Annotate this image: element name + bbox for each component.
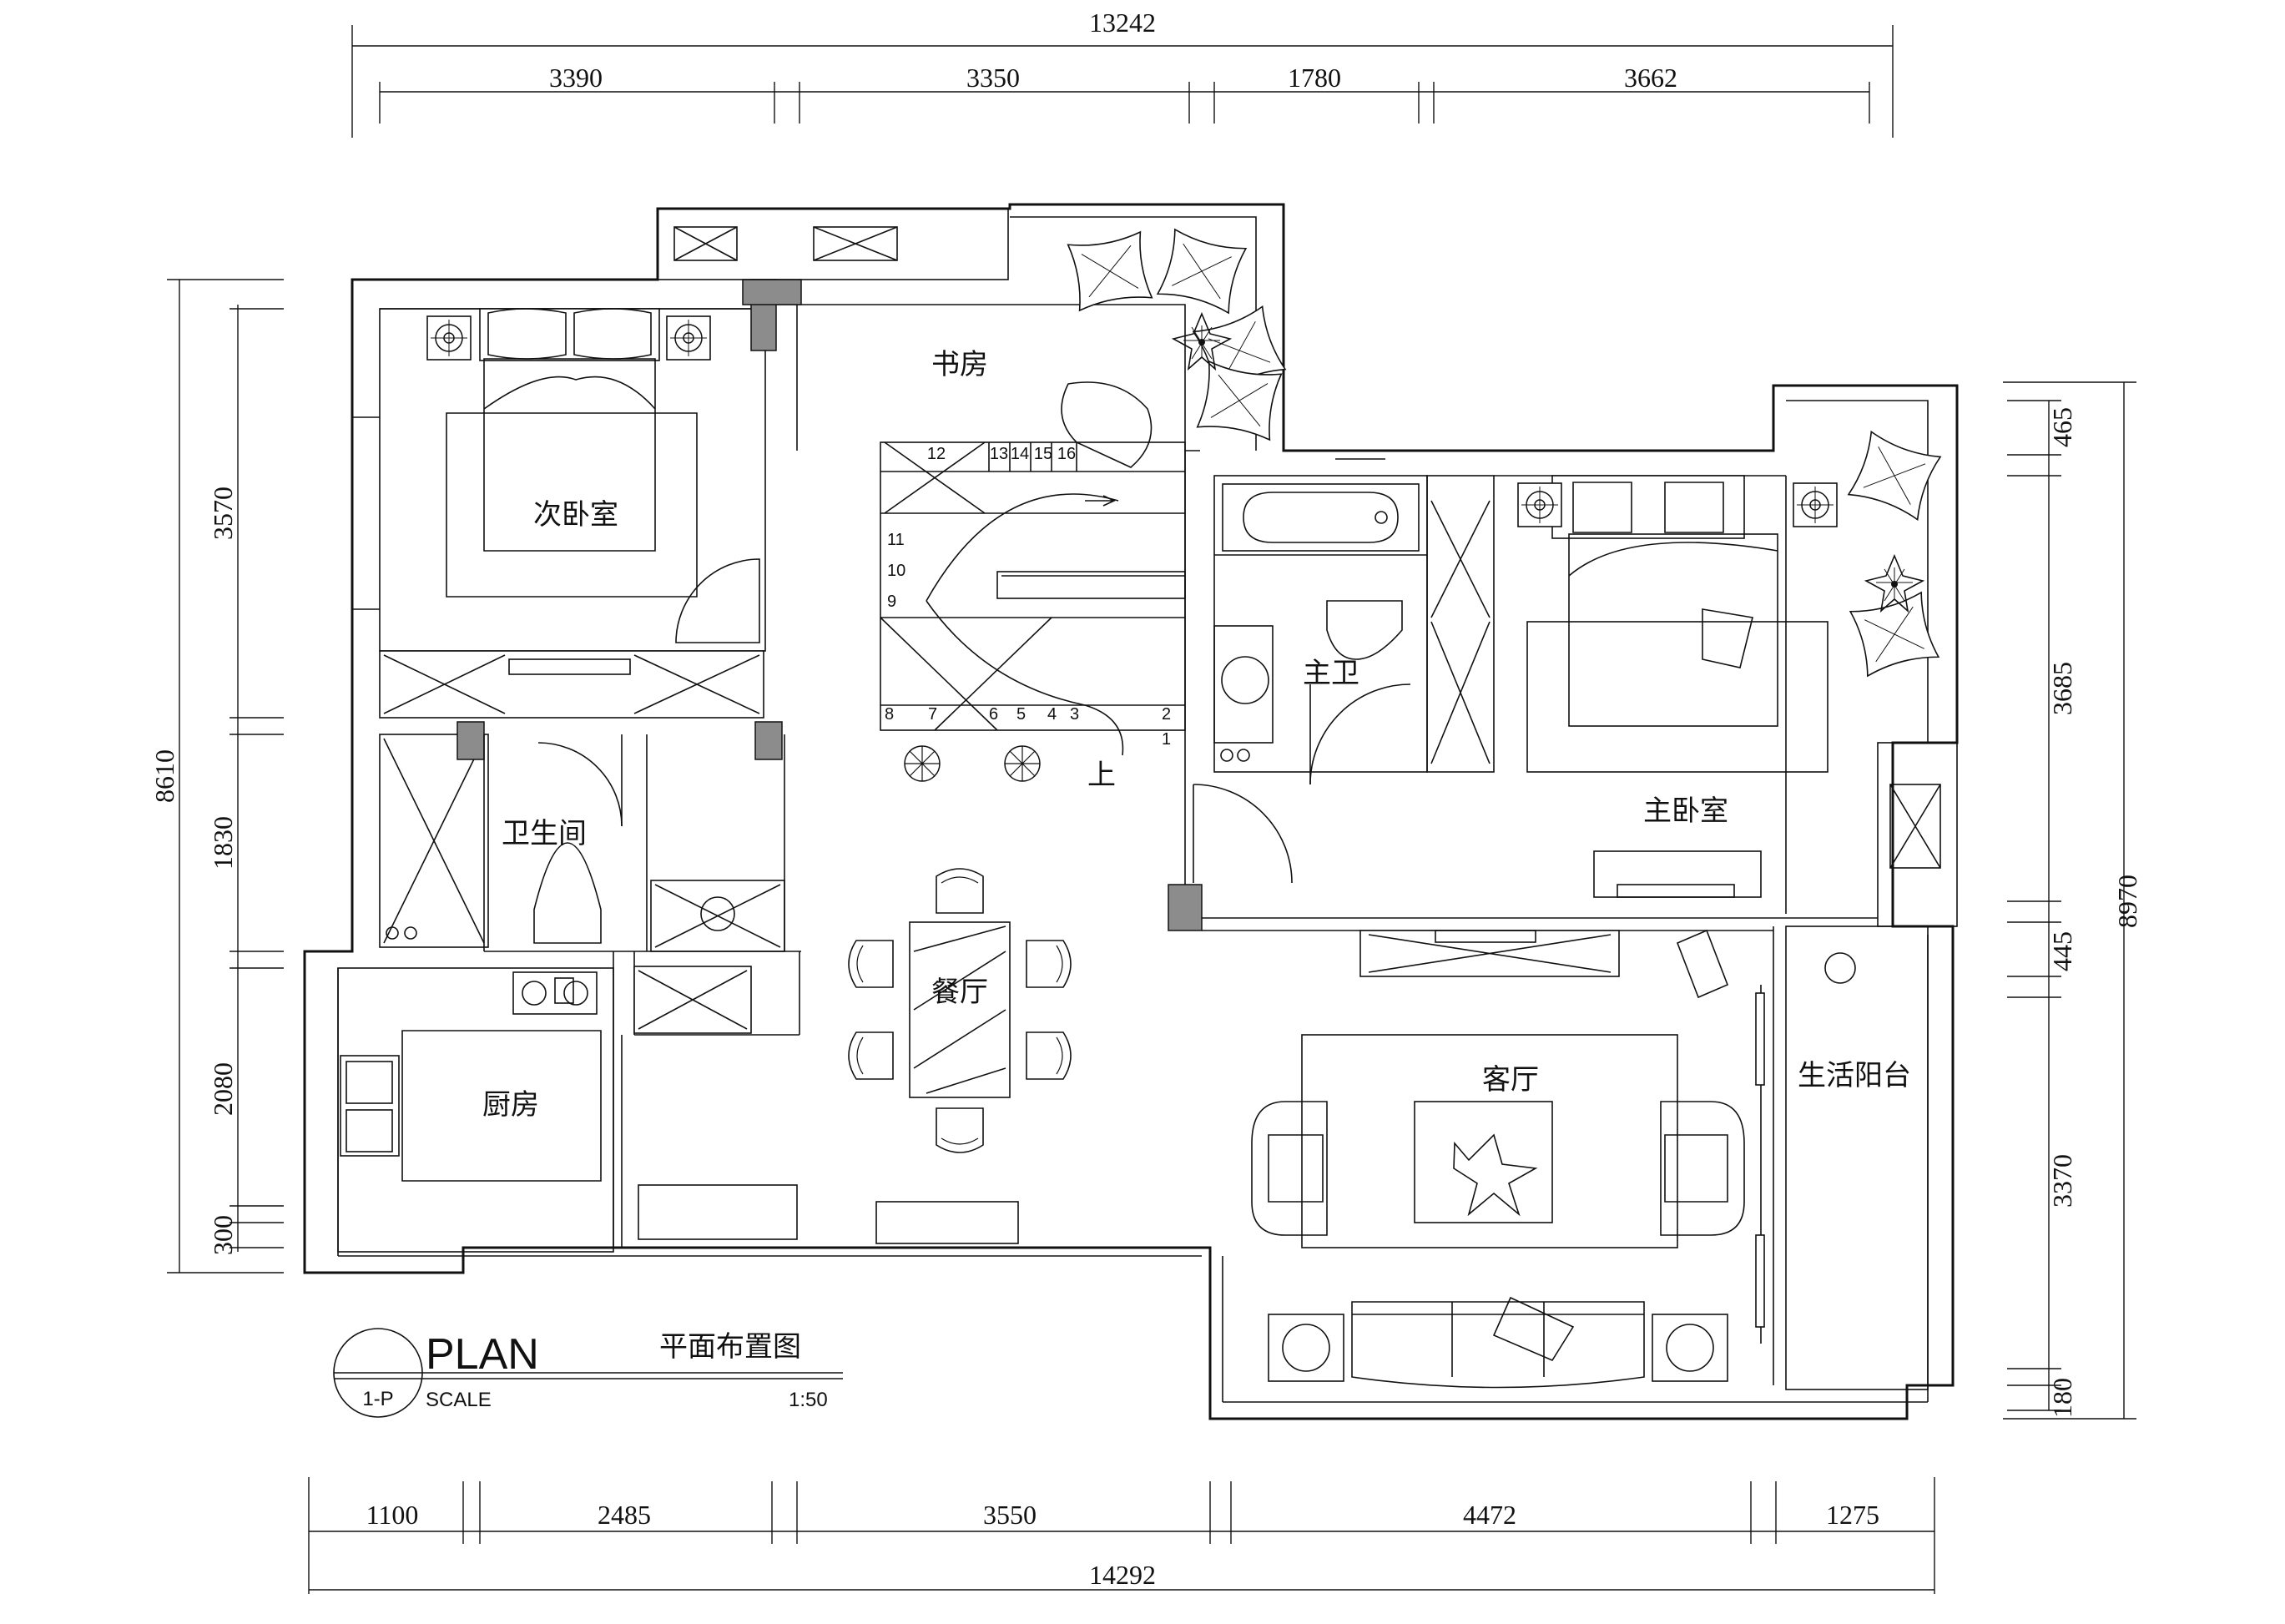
dim-bottom-3: 3550 — [983, 1500, 1037, 1530]
label-dining: 餐厅 — [931, 976, 988, 1009]
dim-top-2: 3350 — [966, 63, 1020, 93]
dim-bottom-total: 14292 — [1089, 1560, 1156, 1590]
stair-up-label: 上 — [1087, 759, 1116, 792]
label-second-bedroom: 次卧室 — [533, 498, 618, 532]
step-4: 4 — [1047, 705, 1057, 724]
dim-bottom-1: 1100 — [366, 1500, 419, 1530]
sheet-number: 1-P — [362, 1388, 393, 1410]
step-15: 15 — [1034, 445, 1052, 463]
dim-left-1: 3570 — [208, 487, 238, 540]
dim-left-3: 2080 — [208, 1062, 238, 1116]
furniture — [340, 229, 1941, 1389]
step-6: 6 — [989, 705, 998, 724]
dim-bottom-2: 2485 — [598, 1500, 651, 1530]
dim-top-1: 3390 — [549, 63, 603, 93]
dim-top-3: 1780 — [1288, 63, 1341, 93]
dim-right-3: 445 — [2047, 931, 2077, 971]
dim-bottom-5: 1275 — [1826, 1500, 1879, 1530]
label-balcony: 生活阳台 — [1798, 1059, 1911, 1092]
dim-right-4: 3370 — [2047, 1154, 2077, 1208]
step-3: 3 — [1070, 705, 1079, 724]
stair-number-labels: 12 13 14 15 16 11 10 9 8 7 6 5 4 3 2 1 上 — [885, 445, 1171, 792]
study-chair — [1061, 381, 1153, 468]
dim-left-total: 8610 — [149, 749, 179, 803]
right-dimensions: 465 3685 445 3370 180 8970 — [2003, 381, 2142, 1420]
dim-left-2: 1830 — [208, 816, 238, 870]
kitchen-fixtures — [340, 966, 1019, 1244]
staircase: 12 13 14 15 16 11 10 9 8 7 6 5 4 3 2 1 上 — [880, 441, 1186, 792]
step-12: 12 — [927, 445, 946, 463]
step-14: 14 — [1011, 445, 1029, 463]
master-bath-fixtures — [1213, 483, 1420, 762]
bottom-dimensions: 1100 2485 3550 4472 1275 14292 — [308, 1477, 1935, 1594]
scale-value: 1:50 — [789, 1389, 828, 1411]
dim-right-5: 180 — [2047, 1378, 2077, 1418]
living-set — [1251, 929, 1745, 1389]
dim-right-2: 3685 — [2047, 662, 2077, 715]
step-13: 13 — [990, 445, 1008, 463]
label-bathroom: 卫生间 — [502, 817, 587, 850]
step-8: 8 — [885, 705, 894, 724]
master-bed — [1517, 475, 1838, 773]
title-block: PLAN 平面布置图 1-P SCALE 1:50 — [333, 1328, 843, 1418]
second-bedroom-bed — [426, 308, 711, 598]
label-kitchen: 厨房 — [482, 1088, 539, 1122]
dim-left-4: 300 — [208, 1215, 238, 1255]
step-16: 16 — [1057, 445, 1076, 463]
top-dimensions: 13242 3390 3350 1780 3662 — [351, 8, 1894, 138]
room-labels: 次卧室 书房 主卫 主卧室 卫生间 餐厅 厨房 客厅 生活阳台 — [482, 348, 1911, 1122]
dim-right-1: 465 — [2047, 407, 2077, 447]
dining-set — [848, 868, 1072, 1153]
step-5: 5 — [1016, 705, 1026, 724]
step-2: 2 — [1162, 705, 1171, 724]
step-10: 10 — [887, 562, 905, 580]
walls — [303, 203, 1959, 1420]
doors — [537, 558, 1765, 1344]
bathroom-fixtures — [386, 842, 785, 952]
label-living: 客厅 — [1482, 1063, 1539, 1097]
plan-title: PLAN — [426, 1330, 539, 1379]
left-dimensions: 8610 3570 1830 2080 300 — [149, 279, 284, 1273]
step-1: 1 — [1162, 730, 1171, 749]
dim-right-total: 8970 — [2112, 875, 2142, 928]
scale-label: SCALE — [426, 1389, 492, 1411]
step-7: 7 — [928, 705, 937, 724]
dim-top-4: 3662 — [1624, 63, 1677, 93]
step-11: 11 — [887, 531, 905, 549]
label-master-bath: 主卫 — [1303, 657, 1359, 690]
label-study: 书房 — [931, 348, 988, 381]
dim-bottom-4: 4472 — [1463, 1500, 1516, 1530]
plan-title-cn: 平面布置图 — [659, 1330, 801, 1364]
step-9: 9 — [887, 593, 896, 611]
label-master-bedroom: 主卧室 — [1643, 794, 1728, 828]
dim-top-total: 13242 — [1089, 8, 1156, 38]
